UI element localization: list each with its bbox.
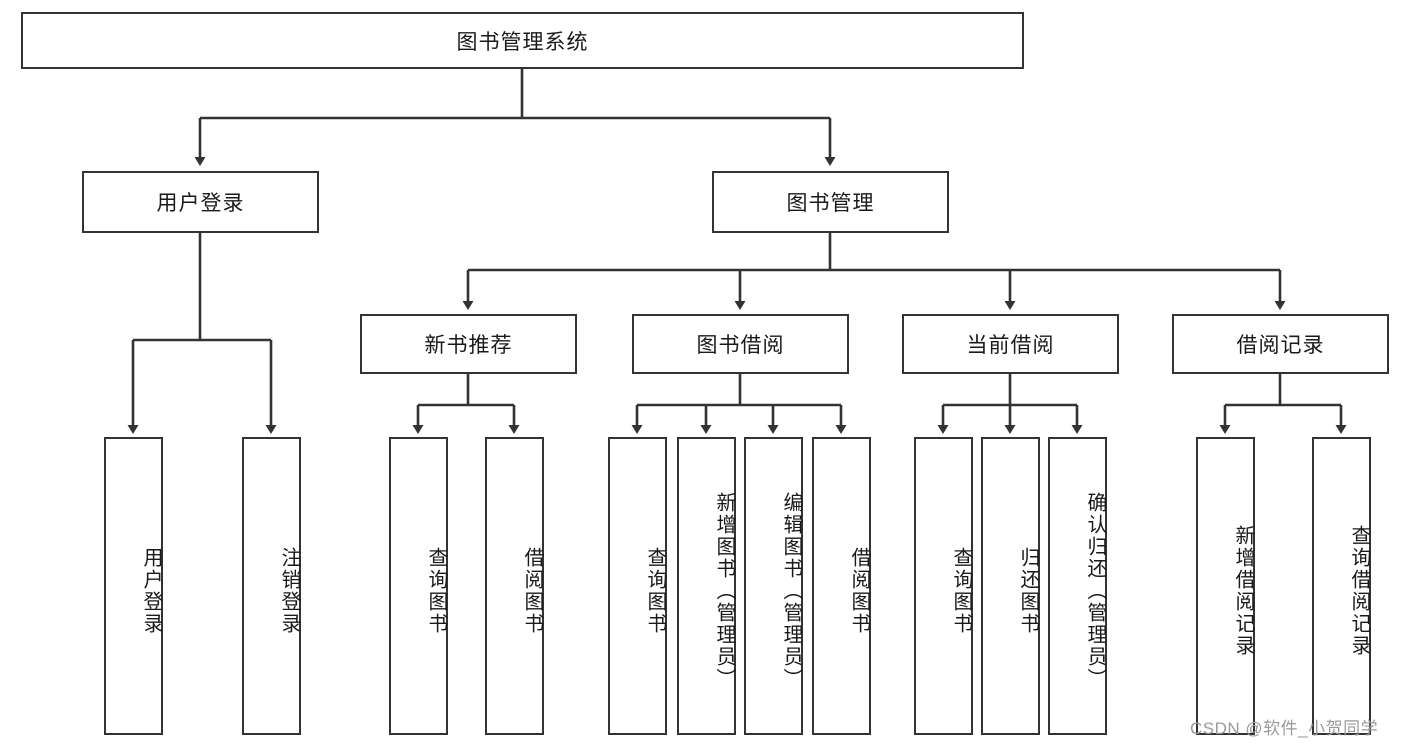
leaf-label: 新增图书（管理员） <box>713 492 735 690</box>
leaf-borrow-book-recommend[interactable]: 借阅图书 <box>485 437 544 735</box>
leaf-query-book-borrow[interactable]: 查询图书 <box>608 437 667 735</box>
node-current-borrow[interactable]: 当前借阅 <box>902 314 1119 374</box>
leaf-label: 借阅图书 <box>848 547 870 635</box>
leaf-add-book[interactable]: 新增图书（管理员） <box>677 437 736 735</box>
leaf-label: 归还图书 <box>1017 547 1039 635</box>
node-book-borrow[interactable]: 图书借阅 <box>632 314 849 374</box>
leaf-return-book[interactable]: 归还图书 <box>981 437 1040 735</box>
leaf-label: 查询图书 <box>644 547 666 635</box>
leaf-label: 借阅图书 <box>521 547 543 635</box>
leaf-label: 查询借阅记录 <box>1348 525 1370 657</box>
leaf-label: 编辑图书（管理员） <box>780 492 802 690</box>
leaf-label: 新增借阅记录 <box>1232 525 1254 657</box>
node-user-login[interactable]: 用户登录 <box>82 171 319 233</box>
leaf-confirm-return[interactable]: 确认归还（管理员） <box>1048 437 1107 735</box>
leaf-label: 查询图书 <box>950 547 972 635</box>
leaf-label: 查询图书 <box>425 547 447 635</box>
leaf-edit-book[interactable]: 编辑图书（管理员） <box>744 437 803 735</box>
leaf-add-borrow-record[interactable]: 新增借阅记录 <box>1196 437 1255 735</box>
leaf-borrow-book[interactable]: 借阅图书 <box>812 437 871 735</box>
leaf-logout-login[interactable]: 注销登录 <box>242 437 301 735</box>
node-book-manage[interactable]: 图书管理 <box>712 171 949 233</box>
node-root-system[interactable]: 图书管理系统 <box>21 12 1024 69</box>
leaf-query-book-current[interactable]: 查询图书 <box>914 437 973 735</box>
leaf-label: 用户登录 <box>140 547 162 635</box>
leaf-label: 确认归还（管理员） <box>1084 492 1106 690</box>
node-new-book-recommend[interactable]: 新书推荐 <box>360 314 577 374</box>
node-borrow-record[interactable]: 借阅记录 <box>1172 314 1389 374</box>
csdn-watermark: CSDN @软件_小贺同学 <box>1190 719 1379 738</box>
leaf-query-borrow-record[interactable]: 查询借阅记录 <box>1312 437 1371 735</box>
leaf-user-login[interactable]: 用户登录 <box>104 437 163 735</box>
leaf-label: 注销登录 <box>278 547 300 635</box>
leaf-query-book-recommend[interactable]: 查询图书 <box>389 437 448 735</box>
